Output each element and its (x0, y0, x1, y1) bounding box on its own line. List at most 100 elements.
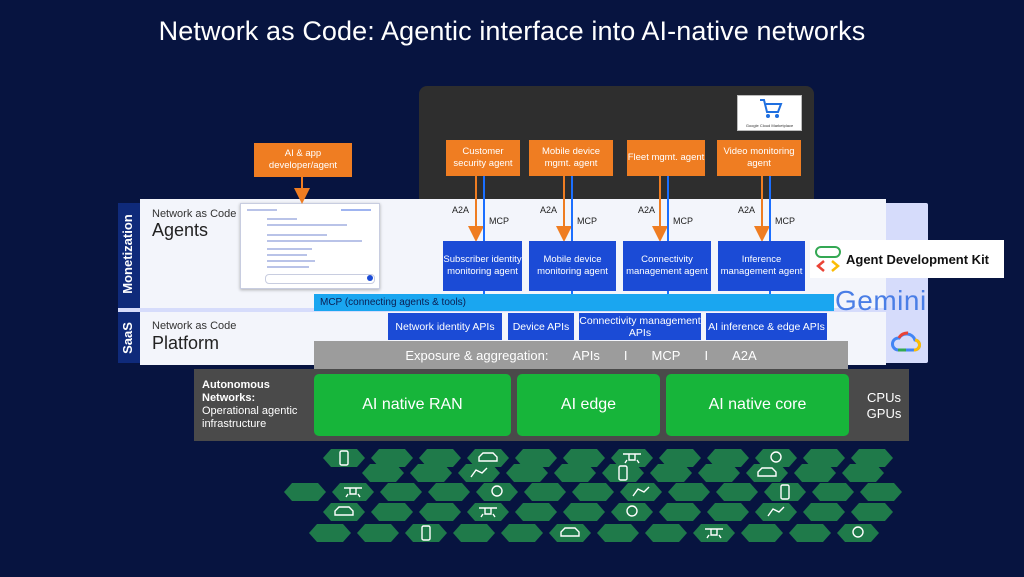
infrastructure-label-rest: Operational agentic infrastructure (202, 405, 298, 430)
camera-icon (770, 451, 782, 463)
hex-cell (707, 503, 749, 521)
hex-cell (755, 449, 797, 467)
compute-label: CPUs GPUs (860, 390, 908, 422)
gemini-logo: Gemini (835, 285, 927, 316)
drone-icon (479, 507, 497, 518)
hex-cell (851, 449, 893, 467)
a2a-label-1: A2A (452, 205, 470, 215)
hex-cell (563, 503, 605, 521)
developer-agent-box[interactable]: AI & app developer/agent (254, 143, 352, 177)
ai-native-core-block[interactable]: AI native core (666, 374, 849, 436)
google-cloud-marketplace-logo: Google Cloud Marketplace (737, 95, 802, 131)
hex-cell (794, 464, 836, 482)
hex-cell (860, 483, 902, 501)
api-connectivity-management[interactable]: Connectivity management APIs (579, 313, 701, 340)
hex-cell (371, 449, 413, 467)
hex-cell (380, 483, 422, 501)
hex-cell (602, 464, 644, 482)
api-network-identity[interactable]: Network identity APIs (388, 313, 502, 340)
hex-cell (476, 483, 518, 501)
cpus-label: CPUs (867, 390, 901, 405)
hex-cell (458, 464, 500, 482)
hex-cell (323, 503, 365, 521)
hex-cell (323, 449, 365, 467)
exposure-sep-1: I (623, 347, 628, 363)
hex-cell (501, 524, 543, 542)
nac-agent-connectivity[interactable]: Connectivity management agent (623, 241, 711, 291)
hex-cell (812, 483, 854, 501)
ai-native-ran-block[interactable]: AI native RAN (314, 374, 511, 436)
hex-cell (668, 483, 710, 501)
infrastructure-label: Autonomous Networks: Operational agentic… (202, 379, 310, 431)
hex-cell (419, 503, 461, 521)
infrastructure-label-bold: Autonomous Networks: (202, 379, 270, 404)
nac-agent-inference[interactable]: Inference management agent (718, 241, 805, 291)
car-icon (478, 452, 498, 462)
agents-row-subtitle: Network as Code (152, 208, 237, 220)
hex-cell (467, 449, 509, 467)
agents-row-title: Agents (152, 220, 209, 240)
marketplace-agent-fleet[interactable]: Fleet mgmt. agent (627, 140, 705, 176)
hex-cell (515, 503, 557, 521)
nac-agent-mobile-device[interactable]: Mobile device monitoring agent (529, 241, 616, 291)
hex-cell (428, 483, 470, 501)
agent-development-kit-logo: Agent Development Kit (810, 240, 1004, 278)
cart-icon (760, 99, 783, 118)
camera-icon (491, 485, 503, 497)
mcp-label-1: MCP (489, 216, 509, 226)
hex-cell (645, 524, 687, 542)
hex-cell (572, 483, 614, 501)
hex-cell (789, 524, 831, 542)
hex-cell (659, 449, 701, 467)
adk-text: Agent Development Kit (846, 251, 990, 267)
car-icon (334, 506, 354, 516)
mcp-label-2: MCP (577, 216, 597, 226)
hex-cell (284, 483, 326, 501)
hex-cell (467, 503, 509, 521)
hex-cell (309, 524, 351, 542)
hex-cell (837, 524, 879, 542)
ai-edge-block[interactable]: AI edge (517, 374, 660, 436)
hex-cell (611, 449, 653, 467)
robot-arm-icon (470, 467, 488, 478)
a2a-label-4: A2A (738, 205, 756, 215)
phone-icon (421, 525, 431, 541)
marketplace-agent-mobile-device[interactable]: Mobile device mgmt. agent (529, 140, 613, 176)
hex-cell (716, 483, 758, 501)
hex-cell (419, 449, 461, 467)
hex-cell (764, 483, 806, 501)
saas-tag-bg (118, 312, 140, 363)
robot-arm-icon (632, 486, 650, 497)
hex-cell (755, 503, 797, 521)
marketplace-agent-customer-security[interactable]: Customer security agent (446, 140, 520, 176)
gpus-label: GPUs (866, 406, 902, 421)
exposure-label: Exposure & aggregation: (405, 347, 549, 363)
camera-icon (626, 505, 638, 517)
hex-cell (554, 464, 596, 482)
mcp-label-4: MCP (775, 216, 795, 226)
drone-icon (623, 453, 641, 464)
api-ai-inference-edge[interactable]: AI inference & edge APIs (706, 313, 827, 340)
hex-cell (405, 524, 447, 542)
page-title: Network as Code: Agentic interface into … (158, 16, 866, 46)
drone-icon (705, 528, 723, 539)
hex-cell (506, 464, 548, 482)
google-cloud-icon (891, 331, 922, 352)
drone-icon (344, 487, 362, 498)
api-device[interactable]: Device APIs (508, 313, 574, 340)
hex-cell (410, 464, 452, 482)
hex-cell (371, 503, 413, 521)
hex-cell (693, 524, 735, 542)
a2a-label-3: A2A (638, 205, 656, 215)
exposure-a2a: A2A (732, 347, 757, 363)
hex-cell (707, 449, 749, 467)
hex-cell (332, 483, 374, 501)
adk-icon (815, 246, 841, 272)
marketplace-agent-video-monitoring[interactable]: Video monitoring agent (717, 140, 801, 176)
hex-cell (611, 503, 653, 521)
platform-row-subtitle: Network as Code (152, 320, 237, 332)
nac-agent-subscriber-identity[interactable]: Subscriber identity monitoring agent (443, 241, 522, 291)
monetization-tag-bg (118, 203, 140, 308)
hex-cell (453, 524, 495, 542)
hex-cell (563, 449, 605, 467)
